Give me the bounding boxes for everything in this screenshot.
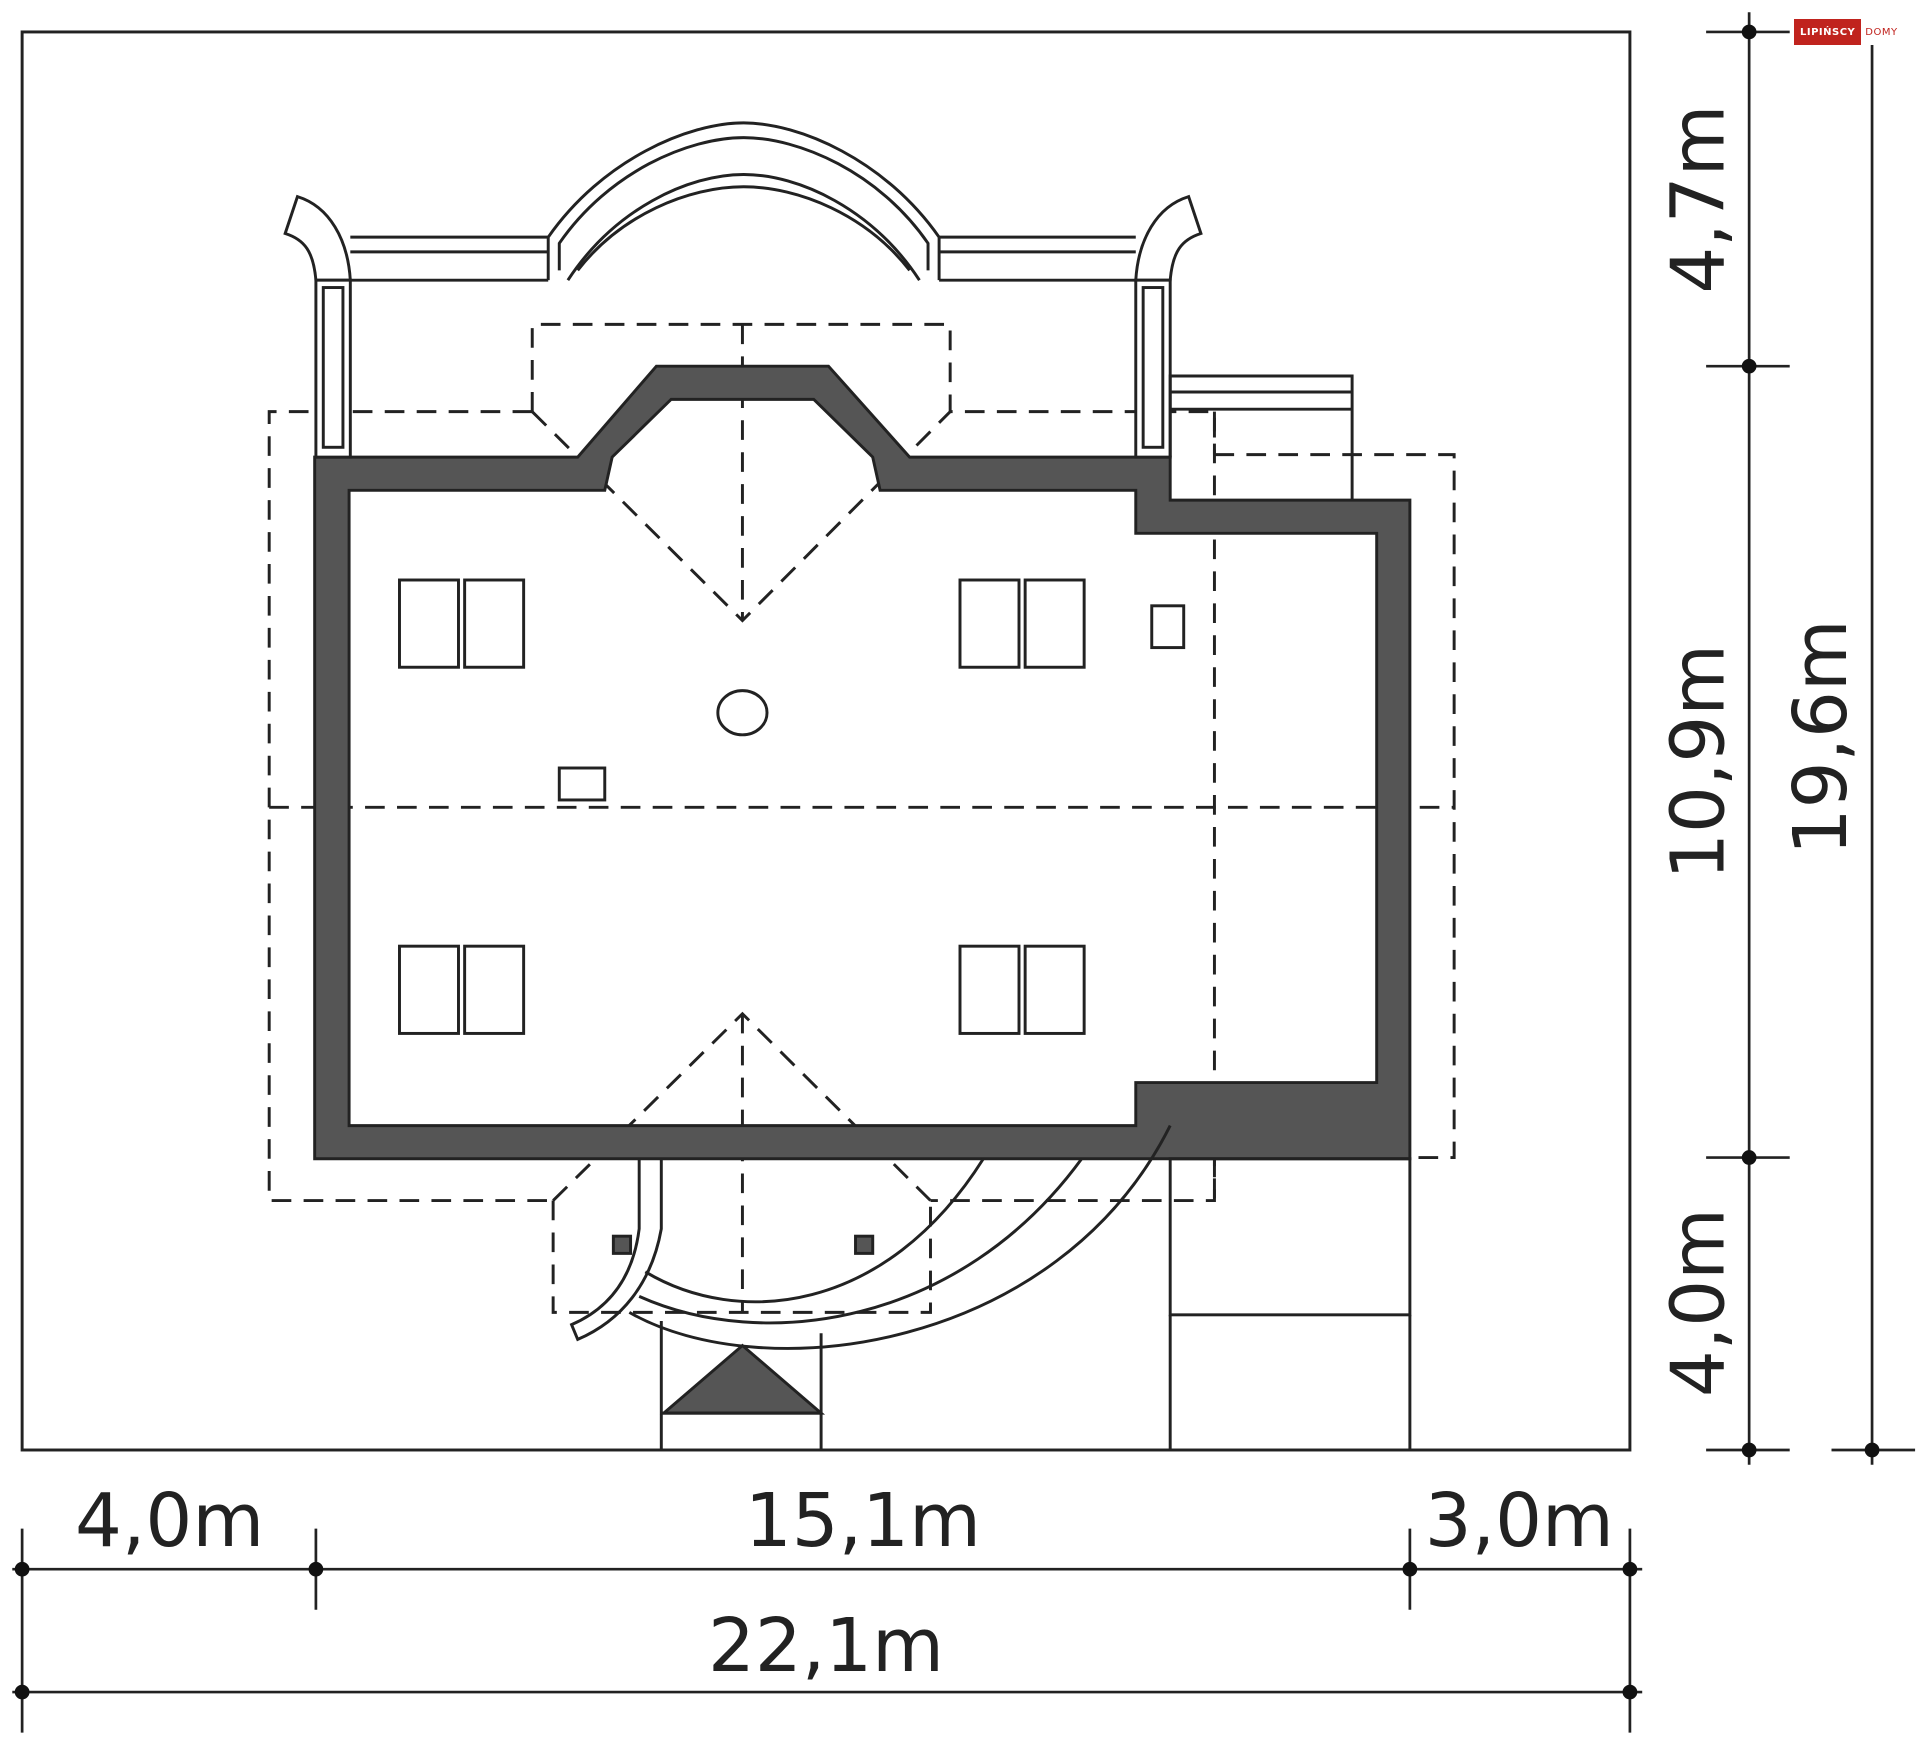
building-walls	[313, 364, 1412, 1161]
dim-building-depth: 10,9m	[1656, 644, 1741, 880]
dim-top-setback: 4,7m	[1656, 105, 1741, 294]
bottom-dimensions: 4,0m 15,1m 3,0m 22,1m	[12, 1479, 1643, 1733]
roof-windows	[398, 578, 1186, 1035]
front-balcony	[283, 121, 1203, 459]
brand-logo: LIPIŃSCY DOMY	[1794, 19, 1902, 45]
entrance-steps	[569, 1124, 1172, 1450]
dim-right-setback: 3,0m	[1425, 1479, 1614, 1564]
side-terrace	[1168, 374, 1412, 1450]
dim-total-width: 22,1m	[708, 1604, 944, 1689]
logo-part-1: LIPIŃSCY	[1794, 19, 1862, 45]
dim-building-width: 15,1m	[745, 1479, 981, 1564]
right-dimensions: 4,7m 10,9m 4,0m 19,6m	[1656, 12, 1916, 1465]
dim-bottom-setback: 4,0m	[1656, 1208, 1741, 1397]
dim-left-setback: 4,0m	[75, 1479, 264, 1564]
logo-part-2: DOMY	[1861, 19, 1902, 45]
dim-total-depth: 19,6m	[1779, 619, 1864, 855]
plot-boundary	[20, 30, 1632, 1452]
